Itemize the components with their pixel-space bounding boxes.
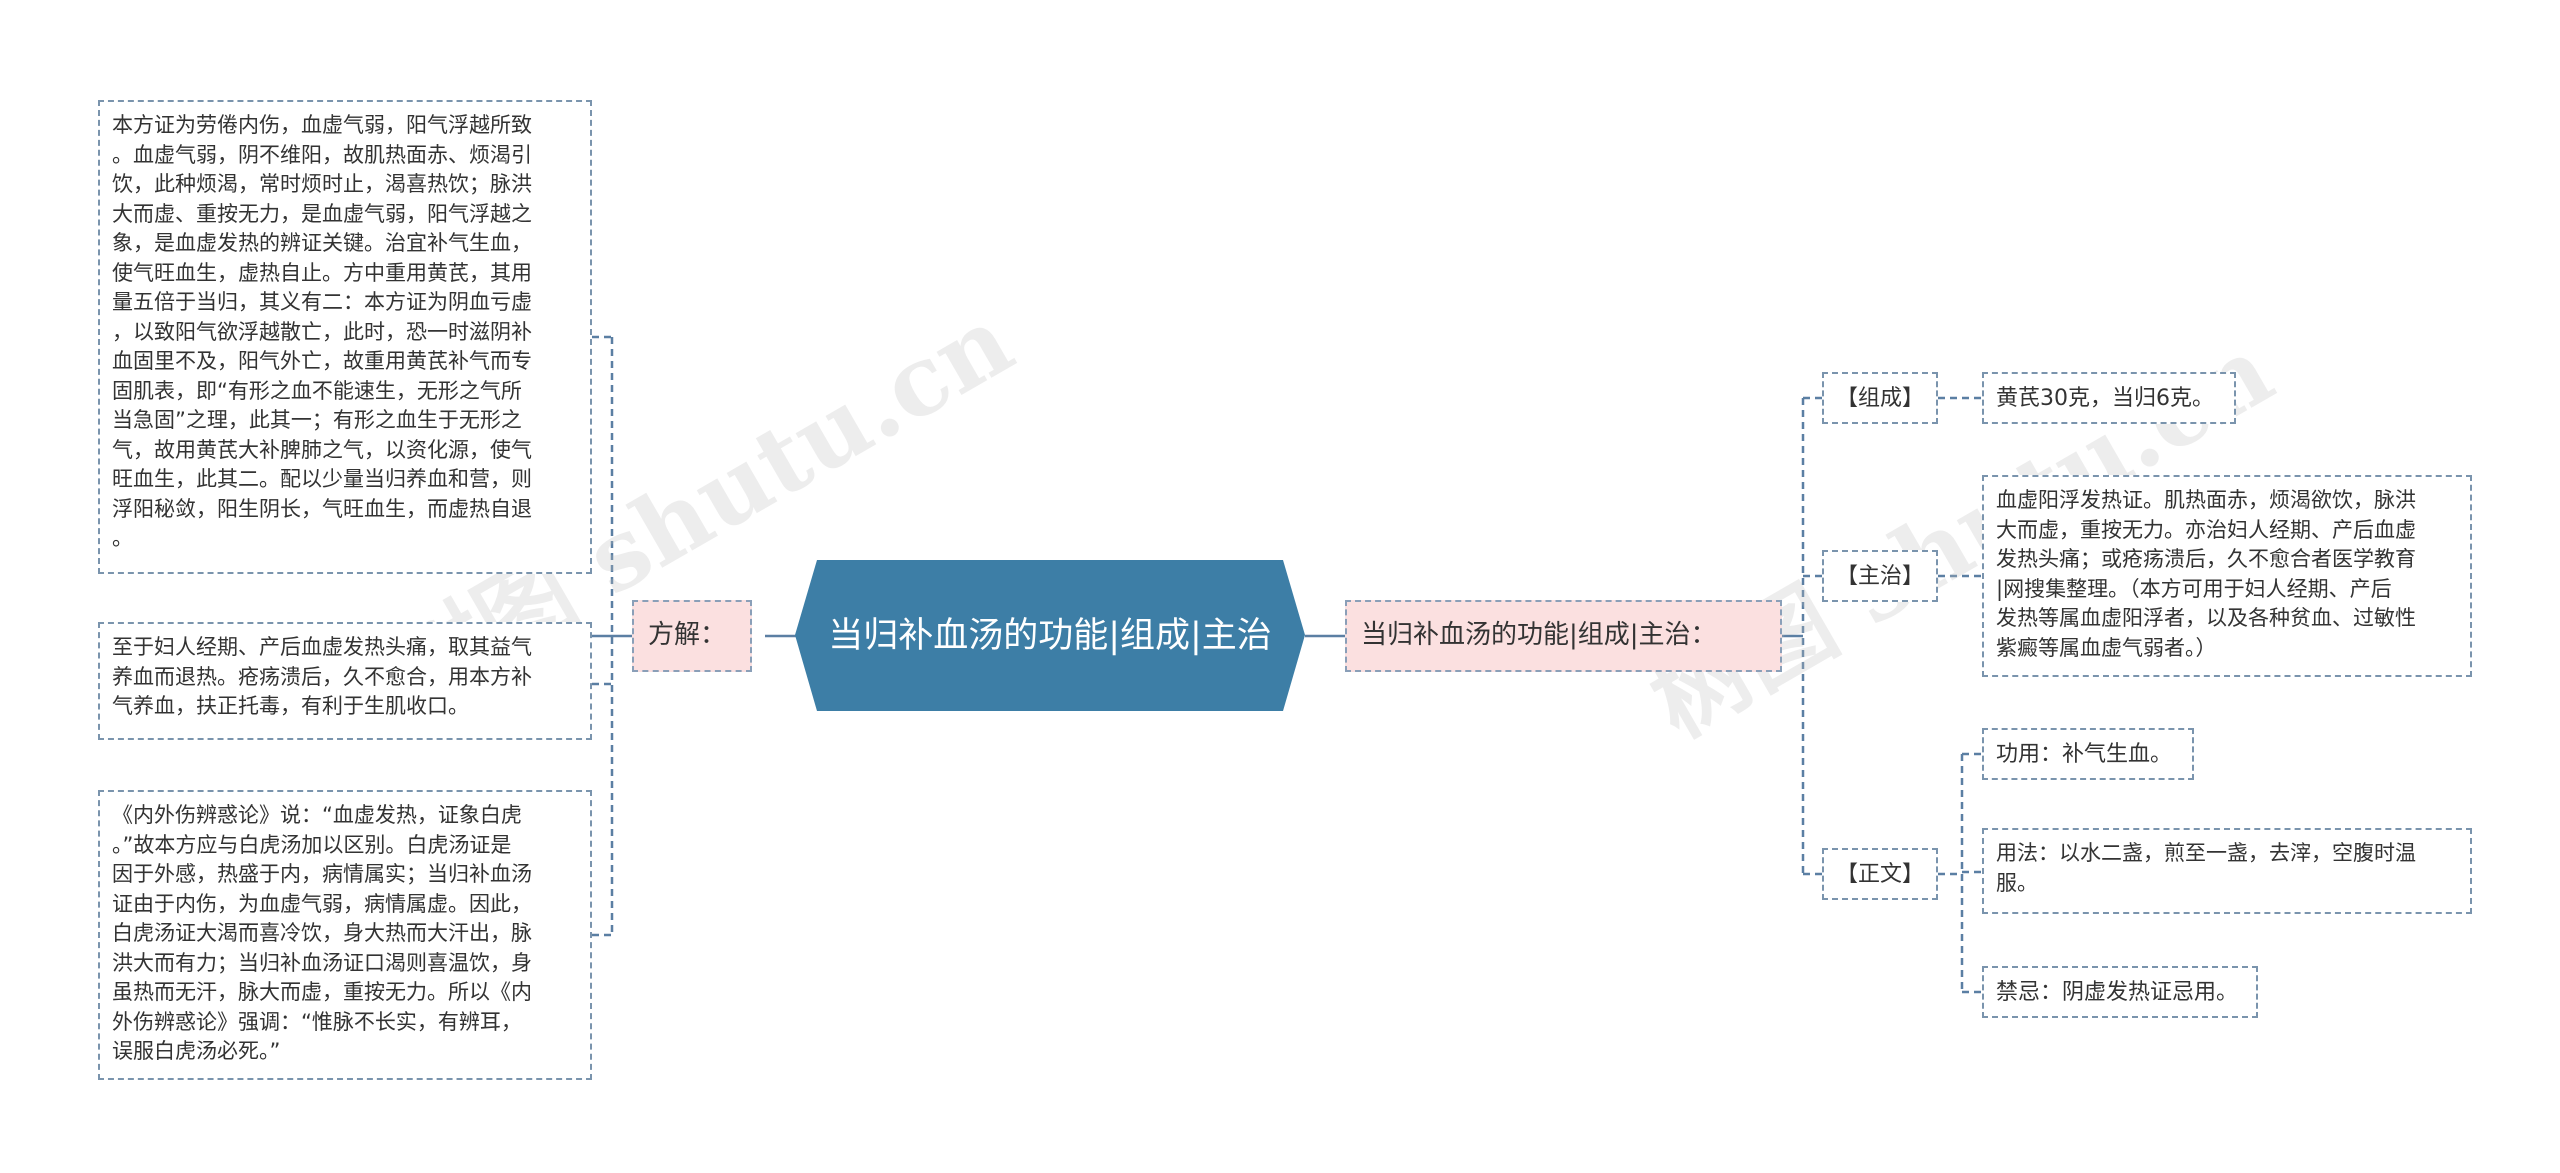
right-branch-label[interactable]: 当归补血汤的功能|组成|主治： (1345, 600, 1782, 672)
center-topic-node[interactable]: 当归补血汤的功能|组成|主治 (795, 560, 1305, 711)
center-hexagon-shape (795, 560, 1305, 711)
center-topic-title: 当归补血汤的功能|组成|主治 (828, 615, 1272, 656)
tag-indications[interactable]: 【主治】 (1822, 550, 1938, 602)
tag-composition[interactable]: 【组成】 (1822, 372, 1938, 424)
left-branch-label[interactable]: 方解： (632, 600, 752, 672)
contraindication-item[interactable]: 禁忌：阴虚发热证忌用。 (1982, 966, 2258, 1018)
function-item[interactable]: 功用：补气生血。 (1982, 728, 2194, 780)
left-text-block-2[interactable]: 至于妇人经期、产后血虚发热头痛，取其益气 养血而退热。疮疡溃后，久不愈合，用本方… (98, 622, 592, 740)
indications-item[interactable]: 血虚阳浮发热证。肌热面赤，烦渴欲饮，脉洪 大而虚，重按无力。亦治妇人经期、产后血… (1982, 475, 2472, 677)
composition-item[interactable]: 黄芪30克，当归6克。 (1982, 372, 2236, 424)
usage-item[interactable]: 用法：以水二盏，煎至一盏，去滓，空腹时温 服。 (1982, 828, 2472, 914)
left-text-block-3[interactable]: 《内外伤辨惑论》说：“血虚发热，证象白虎 。”故本方应与白虎汤加以区别。白虎汤证… (98, 790, 592, 1080)
left-text-block-1[interactable]: 本方证为劳倦内伤，血虚气弱，阳气浮越所致 。血虚气弱，阴不维阳，故肌热面赤、烦渴… (98, 100, 592, 574)
tag-main-text[interactable]: 【正文】 (1822, 848, 1938, 900)
